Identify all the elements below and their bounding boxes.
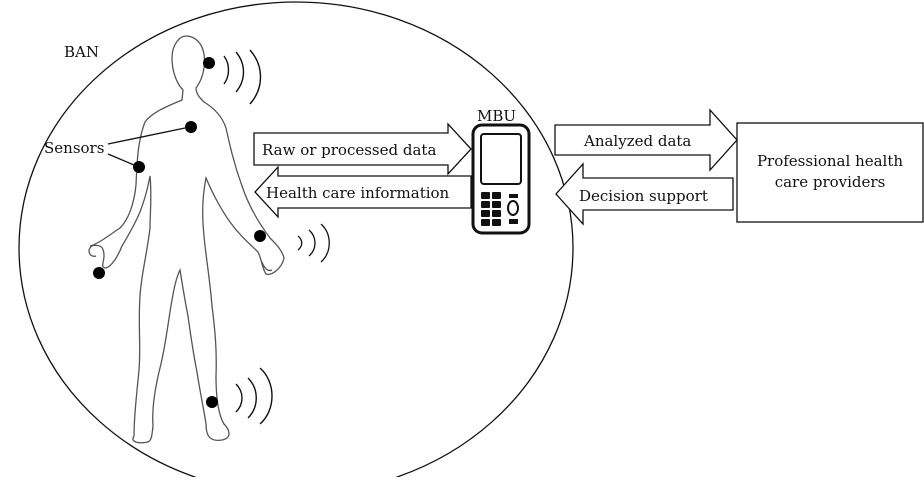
- sensor-dot-icon: [254, 230, 266, 242]
- provider-line-1: Professional health: [757, 152, 903, 170]
- sensor-dot-icon: [185, 121, 197, 133]
- sensor-dot-icon: [133, 161, 145, 173]
- wireless-signal-icon: [235, 367, 273, 425]
- analyzed-data-label: Analyzed data: [583, 132, 691, 150]
- decision-support-label: Decision support: [579, 187, 708, 205]
- provider-line-2: care providers: [775, 173, 886, 191]
- wireless-signal-icon: [223, 49, 262, 105]
- provider-box: Professional health care providers: [736, 122, 924, 223]
- sensor-dot-icon: [203, 57, 215, 69]
- raw-data-label: Raw or processed data: [262, 141, 436, 159]
- analyzed-data-arrow: Analyzed data: [554, 108, 738, 172]
- health-info-arrow: Health care information: [254, 165, 472, 219]
- decision-support-arrow: Decision support: [555, 162, 734, 226]
- sensor-pointer-lines: [107, 127, 186, 166]
- sensor-dot-icon: [93, 267, 105, 279]
- mbu-label: MBU: [477, 107, 516, 125]
- health-info-label: Health care information: [266, 184, 450, 202]
- raw-data-arrow: Raw or processed data: [253, 122, 472, 176]
- ban-boundary: [18, 1, 574, 482]
- wireless-signal-icon: [297, 223, 330, 263]
- ban-label: BAN: [64, 43, 99, 61]
- sensor-dot-icon: [206, 396, 218, 408]
- human-body-icon: [88, 35, 285, 444]
- sensor-dots: [93, 57, 266, 408]
- mobile-phone-icon: [471, 123, 531, 235]
- sensors-label: Sensors: [44, 139, 104, 157]
